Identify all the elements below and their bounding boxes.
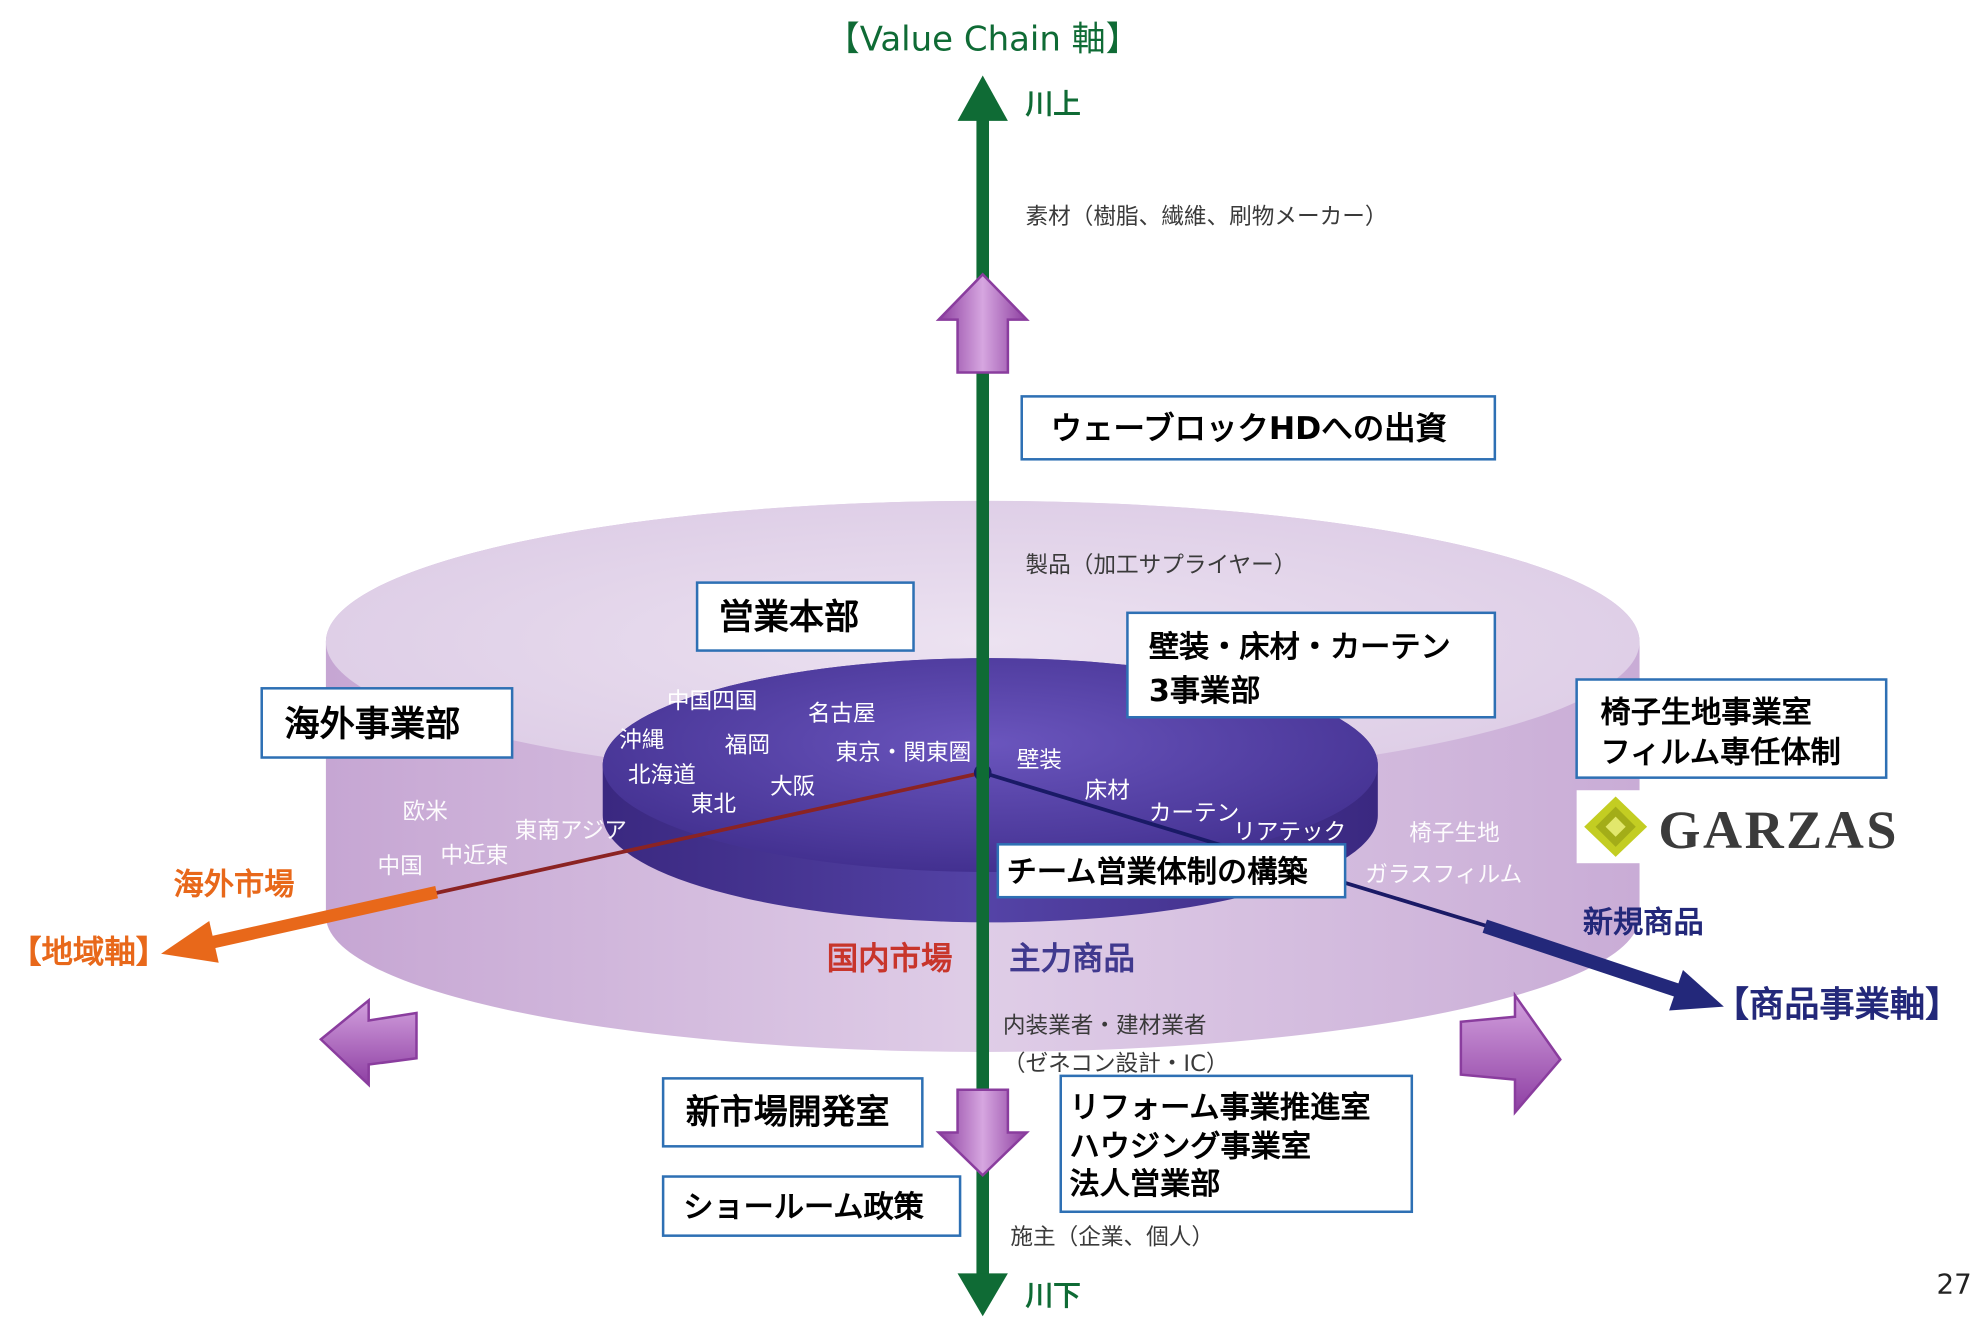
- garzas-logo: GARZAS: [1576, 790, 1899, 864]
- region-axis-arrow-shaft: [210, 886, 438, 949]
- box-text: リフォーム事業推進室: [1070, 1089, 1371, 1125]
- region-label: 東南アジア: [515, 818, 627, 844]
- box-text: フィルム専任体制: [1601, 736, 1841, 771]
- product-label: ガラスフィルム: [1365, 862, 1522, 888]
- region-axis-arrowhead: [161, 920, 219, 963]
- purple-down-arrow-icon: [935, 1088, 1030, 1178]
- products-level-label: 製品（加工サプライヤー）: [1026, 553, 1297, 579]
- region-axis-line: [433, 770, 984, 896]
- box-text: チーム営業体制の構築: [1007, 854, 1309, 890]
- region-label: 名古屋: [808, 701, 876, 727]
- box-text: 壁装・床材・カーテン: [1149, 630, 1451, 665]
- product-label: リアテック: [1233, 819, 1346, 845]
- box-text: 営業本部: [718, 597, 859, 638]
- owners-level-label: 施主（企業、個人）: [1010, 1224, 1214, 1250]
- garzas-diamond-icon: [1584, 796, 1648, 857]
- product-label: カーテン: [1149, 800, 1240, 826]
- diagram-title: 【Value Chain 軸】: [826, 19, 1140, 59]
- product-axis-name: 【商品事業軸】: [1714, 985, 1961, 1026]
- team-sales-box: チーム営業体制の構築: [996, 843, 1347, 899]
- upstream-label: 川上: [1026, 87, 1081, 120]
- box-frame: [1059, 1074, 1414, 1214]
- region-label: 福岡: [725, 732, 770, 758]
- box-frame: [260, 687, 514, 759]
- overseas-region-labels: 欧米 東南アジア 中国 中近東: [377, 799, 626, 879]
- product-label: 壁装: [1017, 748, 1062, 774]
- product-axis: [982, 770, 1724, 1011]
- product-axis-arrow-shaft: [1482, 919, 1684, 999]
- new-market-dev-box: 新市場開発室: [661, 1077, 924, 1148]
- box-text: 椅子生地事業室: [1601, 694, 1812, 730]
- value-chain-axis-shaft: [976, 115, 990, 1280]
- box-text: ショールーム政策: [683, 1190, 924, 1225]
- value-chain-axis: [957, 75, 1008, 1317]
- box-frame: [1126, 611, 1497, 719]
- region-label: 欧米: [403, 799, 448, 825]
- downstream-units-box: リフォーム事業推進室 ハウジング事業室 法人営業部: [1059, 1074, 1414, 1214]
- product-label: 床材: [1085, 778, 1130, 804]
- purple-left-arrow-icon: [318, 997, 418, 1088]
- core-products-label: 主力商品: [1009, 941, 1135, 977]
- region-axis: [161, 770, 984, 963]
- page-number: 27: [1937, 1268, 1972, 1301]
- contractors-level-label: 内装業者・建材業者: [1003, 1013, 1207, 1039]
- contractors-level-sublabel: （ゼネコン設計・IC）: [1003, 1051, 1229, 1077]
- box-frame: [695, 581, 915, 652]
- sales-headquarters-box: 営業本部: [695, 581, 915, 652]
- box-text: 3事業部: [1149, 674, 1261, 709]
- new-product-labels: 椅子生地 ガラスフィルム: [1365, 821, 1522, 889]
- product-axis-arrowhead: [1669, 970, 1724, 1011]
- product-divisions-box: 壁装・床材・カーテン 3事業部: [1126, 611, 1497, 719]
- box-text: 海外事業部: [284, 704, 460, 745]
- box-text: 法人営業部: [1070, 1167, 1221, 1202]
- region-label: 北海道: [628, 763, 696, 789]
- downstream-label: 川下: [1026, 1279, 1081, 1312]
- new-products-label: 新規商品: [1583, 905, 1704, 940]
- box-text: 新市場開発室: [686, 1093, 890, 1133]
- showroom-box: ショールーム政策: [661, 1175, 962, 1237]
- new-product-units-box: 椅子生地事業室 フィルム専任体制: [1575, 678, 1888, 779]
- domestic-market-label: 国内市場: [827, 940, 953, 977]
- box-text: ウェーブロックHDへの出資: [1051, 410, 1447, 447]
- box-frame: [661, 1175, 962, 1237]
- purple-right-arrow-icon: [1459, 991, 1562, 1116]
- box-frame: [996, 843, 1347, 899]
- value-chain-up-arrowhead: [957, 75, 1008, 121]
- materials-level-label: 素材（樹脂、繊維、刷物メーカー）: [1026, 204, 1388, 230]
- box-frame: [1020, 395, 1497, 461]
- region-label: 中近東: [440, 843, 508, 869]
- domestic-region-labels: 中国四国 名古屋 沖縄 福岡 東京・関東圏 北海道 大阪 東北: [619, 688, 971, 817]
- region-label: 大阪: [770, 774, 815, 800]
- region-label: 東京・関東圏: [836, 740, 972, 766]
- overseas-market-label: 海外市場: [174, 867, 295, 903]
- product-label: 椅子生地: [1409, 821, 1500, 847]
- logo-diamond-inner: [1605, 816, 1626, 837]
- region-label: 沖縄: [619, 727, 664, 753]
- purple-up-arrow-icon: [935, 272, 1030, 374]
- investment-box: ウェーブロックHDへの出資: [1020, 395, 1497, 461]
- value-chain-down-arrowhead: [957, 1273, 1008, 1317]
- box-text: ハウジング事業室: [1070, 1128, 1312, 1164]
- region-label: 中国: [377, 853, 422, 879]
- box-frame: [1575, 678, 1888, 779]
- region-label: 東北: [691, 792, 737, 818]
- region-axis-name: 【地域軸】: [10, 935, 167, 971]
- garzas-wordmark: GARZAS: [1658, 800, 1899, 860]
- overseas-division-box: 海外事業部: [260, 687, 514, 759]
- core-product-labels: 壁装 床材 カーテン リアテック: [1017, 748, 1347, 846]
- region-label: 中国四国: [667, 688, 758, 714]
- box-frame: [661, 1077, 924, 1148]
